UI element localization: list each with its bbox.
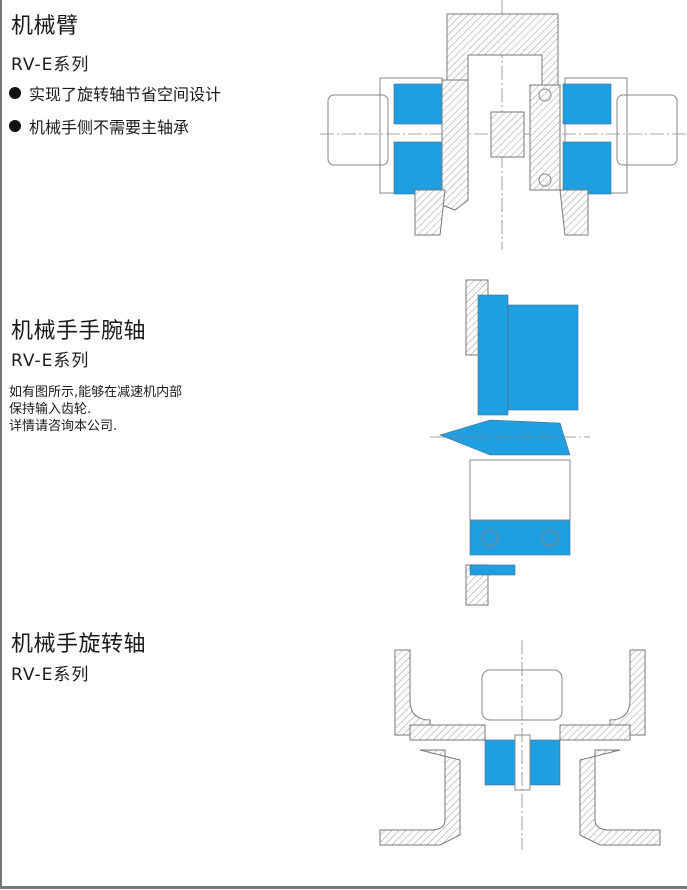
description-line: 详情请咨询本公司. bbox=[9, 419, 118, 434]
series-label-wrist: RV-E系列 bbox=[11, 351, 90, 371]
bullet-item: 实现了旋转轴节省空间设计 bbox=[9, 81, 221, 105]
section-title-arm: 机械臂 bbox=[11, 14, 79, 39]
bullet-text: 机械手侧不需要主轴承 bbox=[29, 118, 190, 137]
bullet-item: 机械手侧不需要主轴承 bbox=[9, 114, 189, 138]
section-title-rotation: 机械手旋转轴 bbox=[11, 632, 147, 657]
bullet-text: 实现了旋转轴节省空间设计 bbox=[29, 85, 222, 104]
wrist-description: 如有图所示,能够在减速机内部 保持输入齿轮. 详情请咨询本公司. bbox=[9, 384, 182, 435]
wrist-drawing bbox=[430, 279, 590, 606]
description-line: 保持输入齿轮. bbox=[9, 402, 92, 417]
description-line: 如有图所示,能够在减速机内部 bbox=[9, 385, 183, 400]
section-title-wrist: 机械手手腕轴 bbox=[11, 319, 147, 344]
bullet-dot-icon bbox=[9, 87, 21, 99]
arm-drawing bbox=[320, 0, 687, 250]
series-label-rotation: RV-E系列 bbox=[11, 665, 90, 685]
rotation-drawing bbox=[379, 640, 661, 850]
bullet-dot-icon bbox=[9, 120, 21, 132]
series-label-arm: RV-E系列 bbox=[11, 55, 90, 75]
